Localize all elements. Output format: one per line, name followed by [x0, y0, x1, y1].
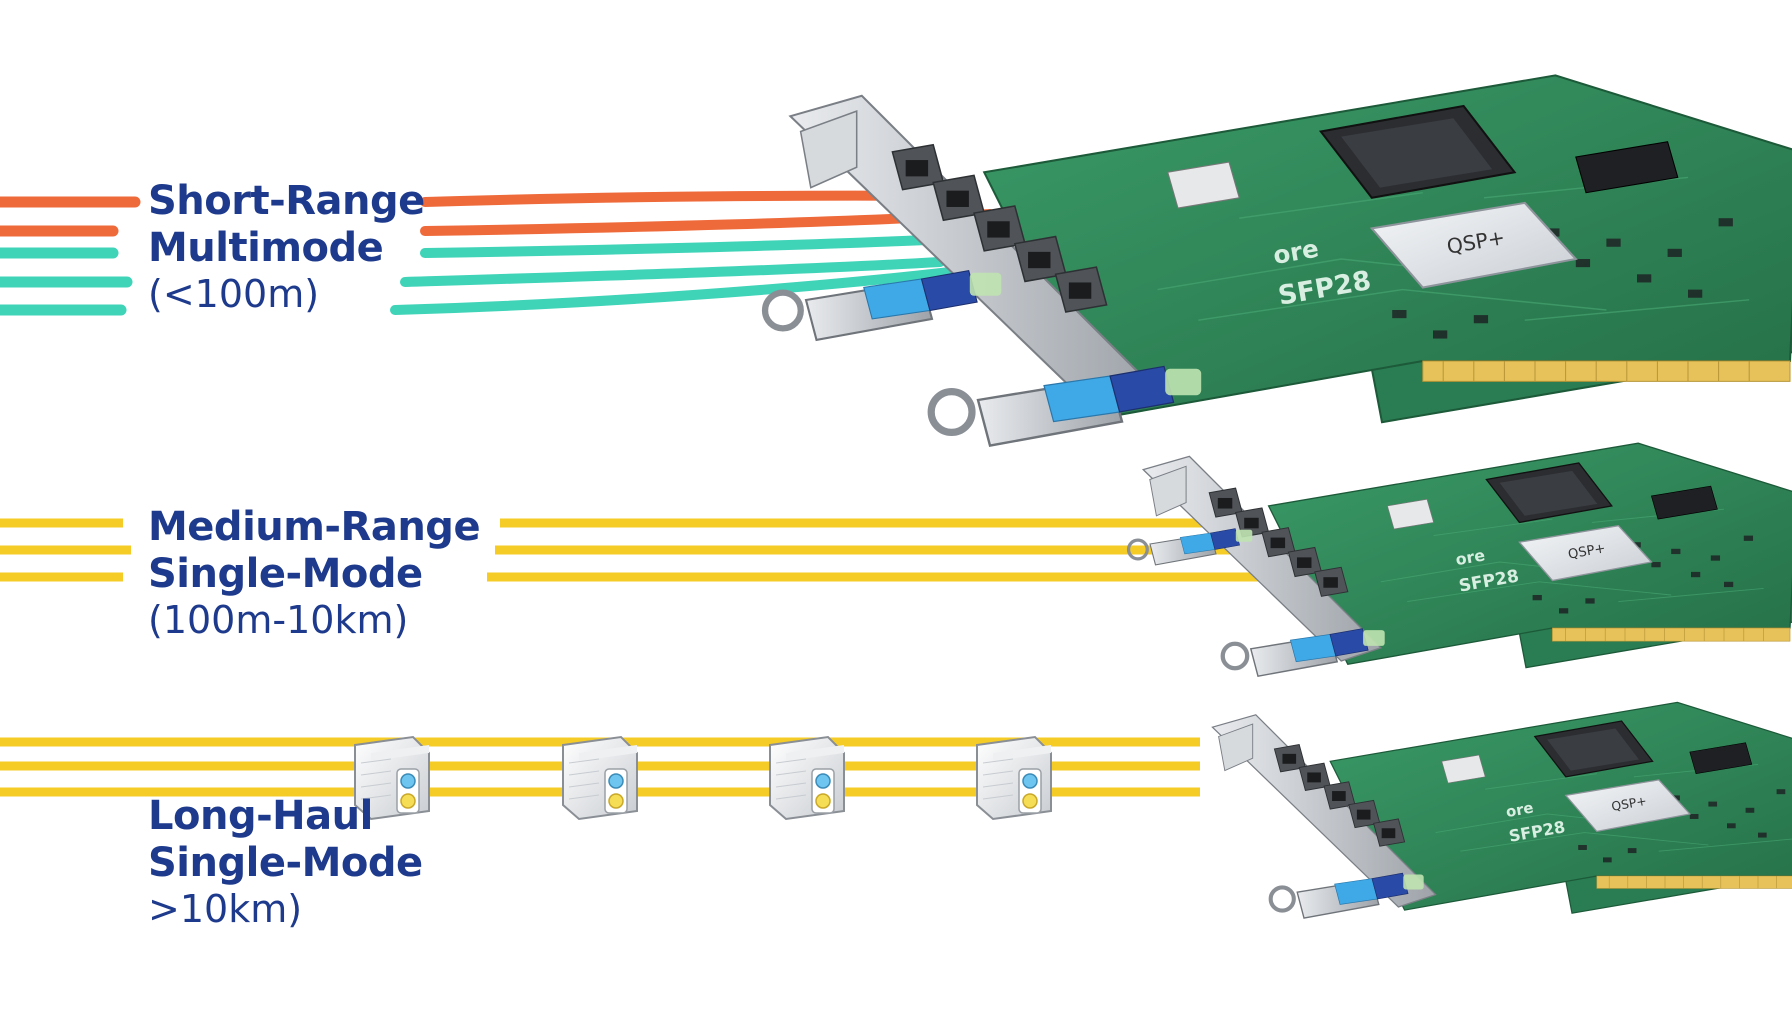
medium-range-label: Medium-Range Single-Mode (100m-10km) — [148, 504, 481, 643]
network-card-small — [1211, 701, 1792, 914]
long-haul-subtitle: Single-Mode — [148, 840, 423, 887]
repeater-box-2 — [562, 736, 638, 820]
short-range-distance: (<100m) — [148, 272, 320, 317]
short-range-label: Short-Range Multimode (<100m) — [148, 178, 425, 317]
repeater-boxes — [354, 736, 1052, 820]
medium-range-title: Medium-Range — [148, 504, 481, 550]
medium-range-distance: (100m-10km) — [148, 598, 409, 643]
network-card-large — [789, 74, 1792, 424]
medium-range-subtitle: Single-Mode — [148, 551, 423, 598]
long-haul-title: Long-Haul — [148, 793, 373, 839]
short-range-title: Short-Range — [148, 178, 425, 224]
repeater-box-3 — [769, 736, 845, 820]
long-haul-distance: >10km) — [148, 887, 303, 932]
repeater-box-4 — [976, 736, 1052, 820]
short-range-subtitle: Multimode — [148, 225, 384, 272]
network-card-medium — [1142, 442, 1792, 669]
long-haul-label: Long-Haul Single-Mode >10km) — [148, 793, 423, 932]
short-range-fibers — [0, 190, 1005, 316]
medium-range-fibers — [0, 518, 1300, 582]
